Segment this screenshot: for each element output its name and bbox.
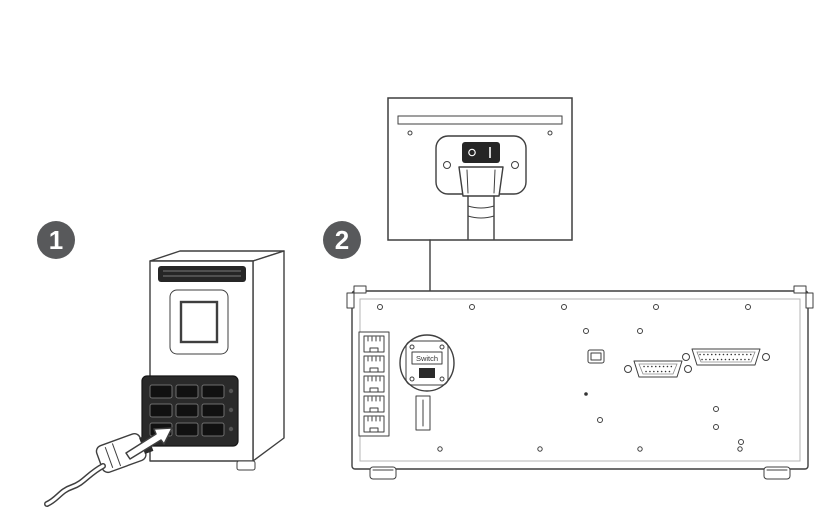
switch-label: Switch <box>416 354 438 363</box>
panel-power-inlet: Switch <box>399 334 455 392</box>
device-foot <box>236 460 256 471</box>
db25-connector-icon <box>682 348 770 366</box>
callout-panel-edge <box>397 115 563 136</box>
device-side-face <box>252 250 285 462</box>
step2-rear-panel-illustration: Switch <box>346 285 814 480</box>
corner-bracket-left <box>346 285 367 309</box>
power-plug-icon <box>44 432 154 507</box>
panel-slot <box>415 395 431 431</box>
switch-highlight-circle <box>399 334 455 392</box>
small-port-icon <box>587 349 605 364</box>
insertion-arrow-icon <box>125 427 173 460</box>
vent-grille-icon <box>158 266 246 282</box>
power-switch-icon <box>435 135 527 195</box>
db9-connector-icon <box>624 360 692 378</box>
rocker-off-mark <box>468 148 476 157</box>
callout-plug-icon <box>458 166 504 240</box>
switch-callout <box>387 97 573 241</box>
step-2-number: 2 <box>335 225 349 255</box>
rear-panel-body <box>351 290 809 470</box>
panel-feet <box>369 466 791 480</box>
corner-bracket-right <box>793 285 814 309</box>
front-recess <box>169 289 229 355</box>
step-2-badge: 2 <box>323 221 361 259</box>
panel-screws <box>377 304 751 452</box>
ethernet-ports-icon <box>358 331 390 437</box>
step1-device-illustration <box>44 250 285 507</box>
step-1-number: 1 <box>49 225 63 255</box>
step-1-badge: 1 <box>37 221 75 259</box>
callout-cord <box>467 195 495 240</box>
